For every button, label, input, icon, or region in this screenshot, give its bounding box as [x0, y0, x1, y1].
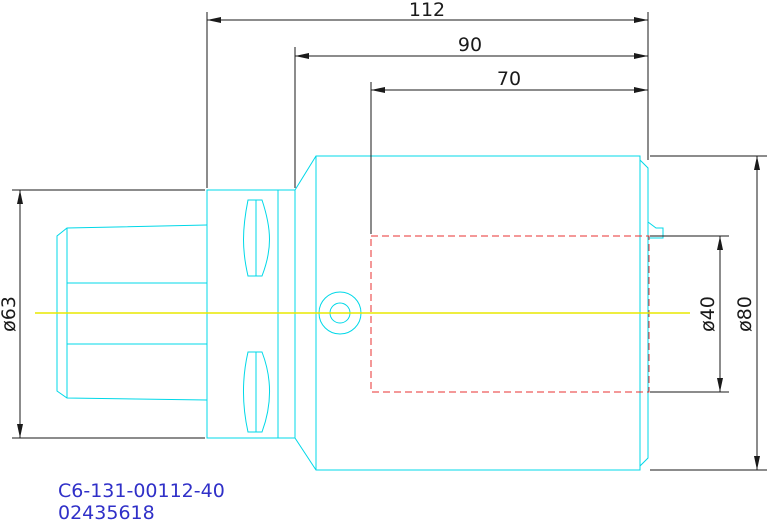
dim-body-length: 90 — [294, 34, 648, 188]
dim-80-label: ø80 — [734, 296, 756, 332]
arrow-left-icon — [295, 53, 309, 59]
arrow-down-icon — [754, 456, 760, 470]
dim-shank-diameter: ø63 — [0, 189, 205, 439]
article-number: 02435618 — [58, 502, 155, 523]
hidden-bore — [370, 235, 650, 393]
arrow-left-icon — [207, 17, 221, 23]
flange-outline — [206, 189, 296, 439]
arrow-left-icon — [371, 87, 385, 93]
dim-40-label: ø40 — [697, 296, 719, 332]
arrow-right-icon — [634, 87, 648, 93]
arrow-right-icon — [634, 53, 648, 59]
arrow-up-icon — [717, 236, 723, 250]
dim-body-diameter: ø80 — [650, 155, 767, 471]
dim-bore-diameter: ø40 — [650, 235, 729, 393]
drive-slot-top — [243, 199, 270, 277]
dim-63-label: ø63 — [0, 296, 20, 332]
drive-slot-bottom — [243, 351, 270, 433]
arrow-up-icon — [17, 190, 23, 204]
dim-70-label: 70 — [497, 68, 521, 90]
arrow-down-icon — [717, 378, 723, 392]
dim-112-label: 112 — [409, 0, 445, 21]
arrow-up-icon — [754, 156, 760, 170]
dim-overall-length: 112 — [206, 0, 649, 188]
dim-bore-depth: 70 — [370, 68, 648, 234]
arrow-right-icon — [634, 17, 648, 23]
part-number: C6-131-00112-40 — [58, 480, 225, 502]
front-key — [647, 221, 664, 239]
dim-90-label: 90 — [458, 34, 482, 56]
arrow-down-icon — [17, 424, 23, 438]
